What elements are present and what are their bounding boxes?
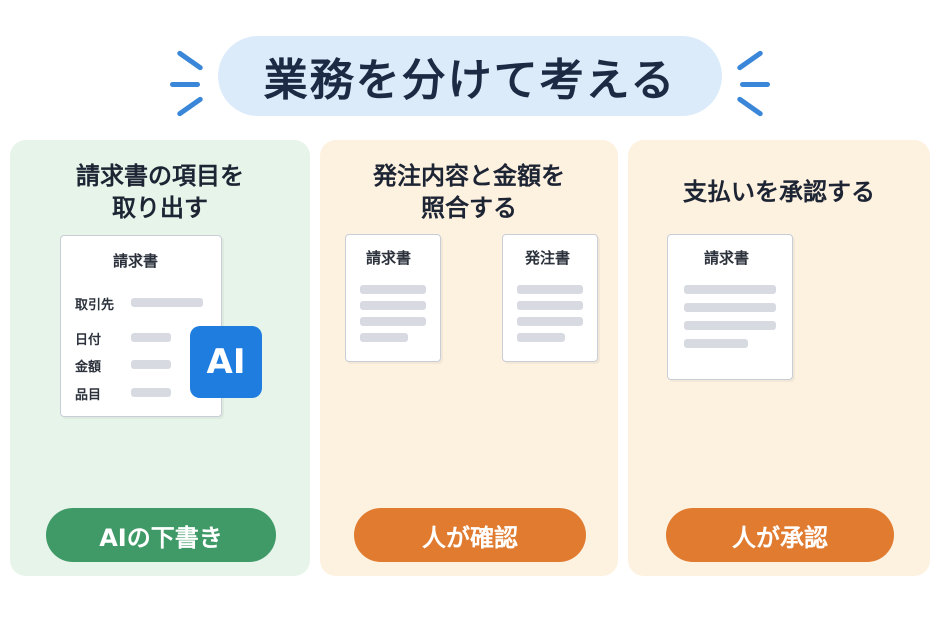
field-label: 品目 — [75, 388, 102, 403]
invoice-document: 請求書 — [667, 234, 793, 380]
step-result-pill: 人が承認 — [666, 508, 894, 562]
field-label: 取引先 — [75, 298, 115, 313]
step-heading: 支払いを承認する — [683, 178, 875, 206]
step-heading: 発注内容と金額を 照合する — [373, 162, 565, 222]
sparkle-icon — [176, 95, 204, 118]
page-title: 業務を分けて考える — [218, 36, 722, 116]
sparkle-icon — [740, 82, 770, 87]
sparkle-icon — [176, 49, 204, 72]
purchase-order-document: 発注書 — [502, 234, 598, 362]
step-heading: 請求書の項目を 取り出す — [76, 162, 244, 222]
doc-title: 請求書 — [113, 252, 159, 270]
field-label: 金額 — [75, 360, 102, 375]
field-label: 日付 — [75, 333, 102, 348]
doc-title: 請求書 — [366, 249, 412, 267]
sparkle-icon — [736, 49, 764, 72]
sparkle-icon — [170, 82, 200, 87]
step-result-pill: AIの下書き — [46, 508, 276, 562]
sparkle-icon — [736, 95, 764, 118]
ai-badge-icon: AI — [190, 326, 262, 398]
doc-title: 請求書 — [704, 249, 750, 267]
step-result-pill: 人が確認 — [354, 508, 586, 562]
doc-title: 発注書 — [525, 249, 571, 267]
